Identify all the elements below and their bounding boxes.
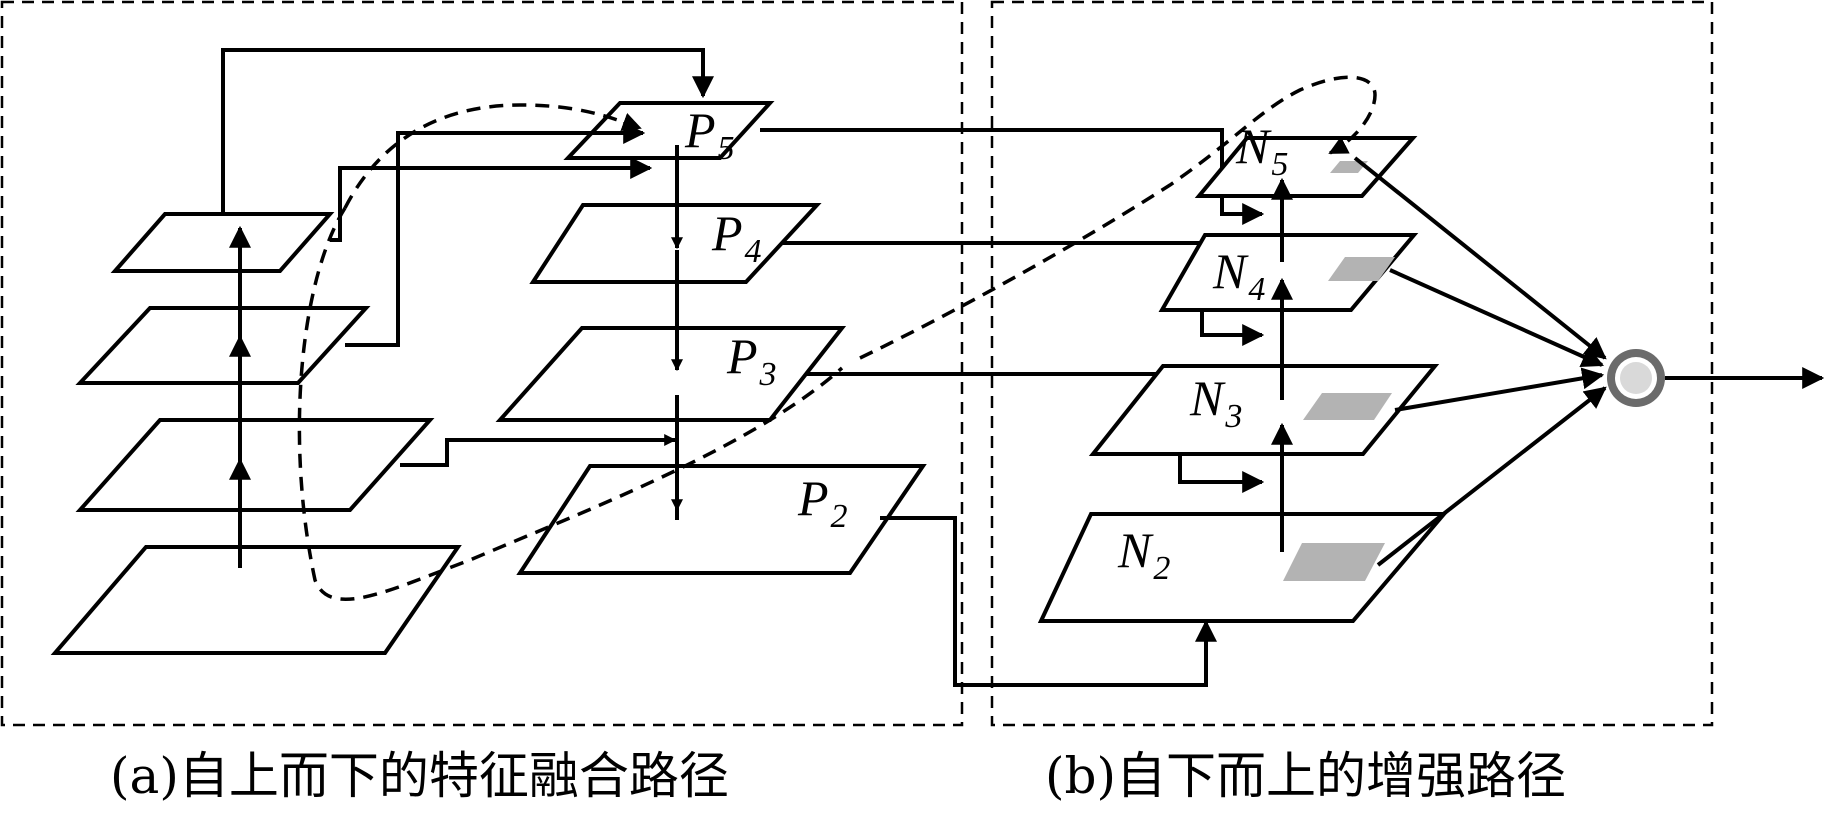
pan-level-n3 bbox=[1088, 364, 1440, 456]
caption-panel-a: (a)自上而下的特征融合路径 bbox=[110, 747, 729, 805]
caption-panel-b: (b)自下而上的增强路径 bbox=[1045, 747, 1567, 805]
fpn-level-p5 bbox=[563, 101, 775, 160]
pooled-patch-n2 bbox=[1283, 543, 1385, 581]
svg-text:N3: N3 bbox=[1189, 370, 1242, 435]
dashed-shortcut-a bbox=[297, 207, 844, 602]
pan-labels: N5 N4 N3 N2 bbox=[1117, 118, 1288, 587]
pan-pyramid bbox=[1037, 136, 1449, 623]
dashed-shortcut-b bbox=[859, 75, 1377, 360]
svg-text:N4: N4 bbox=[1212, 243, 1265, 308]
dashed-shortcut-a-head bbox=[343, 103, 642, 209]
backbone-level-c4 bbox=[75, 306, 371, 385]
lateral-connections bbox=[221, 48, 714, 467]
pan-level-n4 bbox=[1158, 233, 1419, 312]
svg-text:P5: P5 bbox=[684, 102, 735, 167]
pan-level-n2 bbox=[1037, 512, 1449, 623]
pan-level-n5 bbox=[1194, 136, 1418, 198]
pooled-feature-patches bbox=[1283, 161, 1395, 581]
svg-text:N5: N5 bbox=[1235, 118, 1288, 183]
svg-text:N2: N2 bbox=[1117, 522, 1170, 587]
fpn-labels: P5 P4 P3 P2 bbox=[684, 102, 848, 535]
fusion-node-icon bbox=[1607, 349, 1665, 407]
fpn-pyramid bbox=[495, 101, 927, 575]
svg-text:P3: P3 bbox=[726, 328, 777, 393]
backbone-pyramid bbox=[50, 212, 462, 655]
pooled-patch-n3 bbox=[1303, 393, 1392, 420]
pooled-patch-n4 bbox=[1328, 257, 1395, 281]
panel-b-frame bbox=[990, 0, 1714, 727]
panel-a-frame bbox=[0, 0, 964, 727]
fusion-arrows bbox=[1353, 156, 1607, 567]
svg-text:P4: P4 bbox=[711, 205, 762, 270]
backbone-level-c2 bbox=[50, 545, 462, 655]
fpn-level-p2 bbox=[516, 464, 927, 575]
pooled-patch-n5 bbox=[1330, 161, 1368, 173]
svg-text:P2: P2 bbox=[797, 470, 848, 535]
backbone-level-c5 bbox=[110, 212, 335, 273]
backbone-level-c3 bbox=[75, 418, 435, 512]
